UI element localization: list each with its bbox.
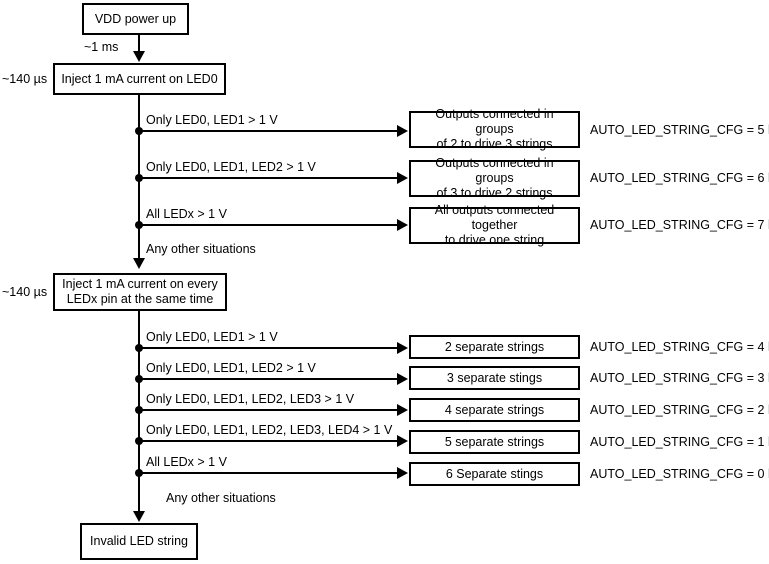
branch-line <box>138 472 398 474</box>
branch-line <box>138 347 398 349</box>
branch-condition-label: Only LED0, LED1, LED2, LED3, LED4 > 1 V <box>146 423 393 437</box>
arrowhead-stage1-to-step2 <box>133 258 145 269</box>
config-value-label: AUTO_LED_STRING_CFG = 2 h <box>590 403 769 417</box>
config-value-label: AUTO_LED_STRING_CFG = 1 h <box>590 435 769 449</box>
connector-start-to-step1 <box>138 35 140 52</box>
node-invalid-led-string: Invalid LED string <box>80 523 198 560</box>
timing-label-step1: ~140 µs <box>2 72 48 86</box>
branch-condition-label: Only LED0, LED1 > 1 V <box>146 330 278 344</box>
config-value-label: AUTO_LED_STRING_CFG = 6 h <box>590 171 769 185</box>
fallthrough-label-stage2: Any other situations <box>166 491 276 505</box>
arrowhead-branch <box>397 435 408 447</box>
branch-condition-label: Only LED0, LED1, LED2 > 1 V <box>146 361 316 375</box>
branch-condition-label: All LEDx > 1 V <box>146 207 227 221</box>
branch-condition-label: Only LED0, LED1 > 1 V <box>146 113 278 127</box>
branch-condition-label: All LEDx > 1 V <box>146 455 227 469</box>
node-inject-all-ledx: Inject 1 mA current on every LEDx pin at… <box>53 273 227 311</box>
result-box: Outputs connected in groups of 3 to driv… <box>409 156 580 200</box>
config-value-label: AUTO_LED_STRING_CFG = 3 h <box>590 371 769 385</box>
result-box: 5 separate strings <box>409 430 580 454</box>
result-box: Outputs connected in groups of 2 to driv… <box>409 107 580 151</box>
arrowhead-stage2-to-invalid <box>133 511 145 522</box>
arrowhead-branch <box>397 125 408 137</box>
timing-label-1ms: ~1 ms <box>84 40 119 54</box>
arrowhead-branch <box>397 373 408 385</box>
result-box: 6 Separate stings <box>409 462 580 486</box>
node-vdd-power-up: VDD power up <box>82 3 189 35</box>
fallthrough-label-stage1: Any other situations <box>146 242 256 256</box>
branch-line <box>138 130 398 132</box>
branch-condition-label: Only LED0, LED1, LED2 > 1 V <box>146 160 316 174</box>
branch-line <box>138 409 398 411</box>
result-box: 4 separate strings <box>409 398 580 422</box>
config-value-label: AUTO_LED_STRING_CFG = 7 h <box>590 218 769 232</box>
config-value-label: AUTO_LED_STRING_CFG = 5 h <box>590 123 769 137</box>
config-value-label: AUTO_LED_STRING_CFG = 4 h <box>590 340 769 354</box>
branch-line <box>138 177 398 179</box>
timing-label-step2: ~140 µs <box>2 285 48 299</box>
arrowhead-branch <box>397 219 408 231</box>
result-box: All outputs connected together to drive … <box>409 203 580 247</box>
branch-line <box>138 224 398 226</box>
arrowhead-branch <box>397 342 408 354</box>
node-inject-led0: Inject 1 mA current on LED0 <box>53 63 226 95</box>
arrowhead-branch <box>397 467 408 479</box>
arrowhead-start-to-step1 <box>133 51 145 62</box>
arrowhead-branch <box>397 172 408 184</box>
arrowhead-branch <box>397 404 408 416</box>
result-box: 2 separate strings <box>409 335 580 359</box>
config-value-label: AUTO_LED_STRING_CFG = 0 h <box>590 467 769 481</box>
branch-line <box>138 440 398 442</box>
result-box: 3 separate stings <box>409 366 580 390</box>
branch-condition-label: Only LED0, LED1, LED2, LED3 > 1 V <box>146 392 355 406</box>
branch-line <box>138 378 398 380</box>
